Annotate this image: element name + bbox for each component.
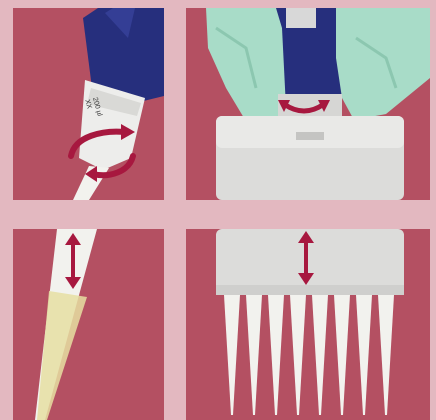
- multichannel-tips-illustration: [186, 229, 430, 420]
- pipette-tip: [312, 295, 328, 415]
- manifold-label: [296, 132, 324, 140]
- gloved-hand-left: [206, 8, 286, 126]
- panel-tip-ejector-rotate: 200 µl XX: [13, 8, 164, 200]
- panel-multichannel-grip-rotate: [186, 8, 430, 200]
- tip-row: [224, 295, 394, 415]
- tip-liquid: [37, 291, 87, 420]
- pipette-tip: [290, 295, 306, 415]
- single-tip-illustration: [13, 229, 164, 420]
- pipette-tip: [378, 295, 394, 415]
- pipette-tip: [246, 295, 262, 415]
- pipette-tip: [224, 295, 240, 415]
- gloved-hand-right: [336, 8, 430, 120]
- pipette-tip: [356, 295, 372, 415]
- pipette-tip: [268, 295, 284, 415]
- panel-single-tip-adjust: [13, 229, 164, 420]
- pipette-tip: [334, 295, 350, 415]
- panel-multichannel-tips-adjust: [186, 229, 430, 420]
- multichannel-grip-illustration: [186, 8, 430, 200]
- manifold-base: [216, 285, 404, 295]
- single-pipette-illustration: 200 µl XX: [13, 8, 164, 200]
- pipette-window: [286, 8, 316, 28]
